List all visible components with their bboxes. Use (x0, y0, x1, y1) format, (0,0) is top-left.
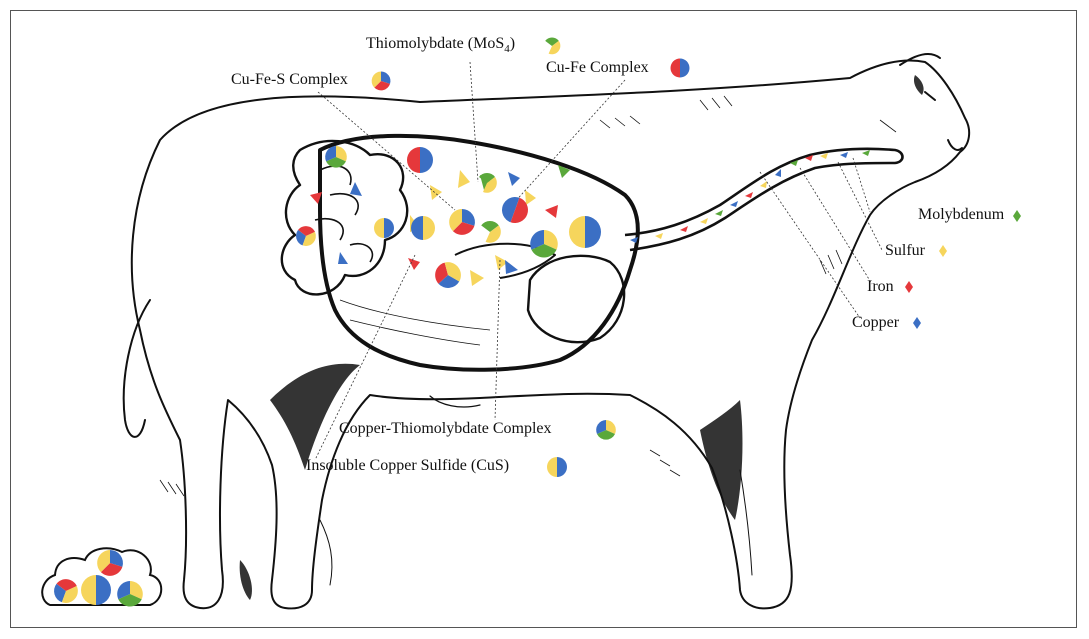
sulfur-diamond-icon (939, 245, 947, 257)
iron-label: Iron (867, 278, 894, 296)
cu-fe-complex-label: Cu-Fe Complex (546, 59, 649, 77)
cus-pie-icon (547, 457, 567, 477)
complex-cluster (42, 548, 161, 606)
sulfur-label: Sulfur (885, 242, 925, 260)
digestive-tract (282, 136, 903, 370)
cu-fe-complex-pie-icon (671, 59, 690, 78)
thiomolybdate-pie-icon (545, 38, 560, 55)
leader-lines (315, 62, 882, 460)
abomasum (528, 256, 624, 342)
rumen-outline (320, 136, 638, 370)
omasum (282, 141, 407, 294)
cu-fe-s-complex-pie-icon (372, 72, 391, 91)
rumen-complexes (293, 146, 601, 293)
cu-thiomolybdate-pie-icon (596, 420, 616, 440)
cu-fe-s-complex-label: Cu-Fe-S Complex (231, 71, 348, 89)
copper-label: Copper (852, 314, 899, 332)
cow-outline (124, 54, 969, 608)
molybdenum-diamond-icon (1013, 210, 1021, 222)
copper-diamond-icon (913, 317, 921, 329)
insoluble-cus-label: Insoluble Copper Sulfide (CuS) (306, 457, 509, 475)
molybdenum-label: Molybdenum (918, 206, 1004, 224)
cu-thiomolybdate-complex-label: Copper-Thiomolybdate Complex (339, 420, 552, 438)
iron-diamond-icon (905, 281, 913, 293)
thiomolybdate-label: Thiomolybdate (MoS4) (366, 35, 515, 58)
